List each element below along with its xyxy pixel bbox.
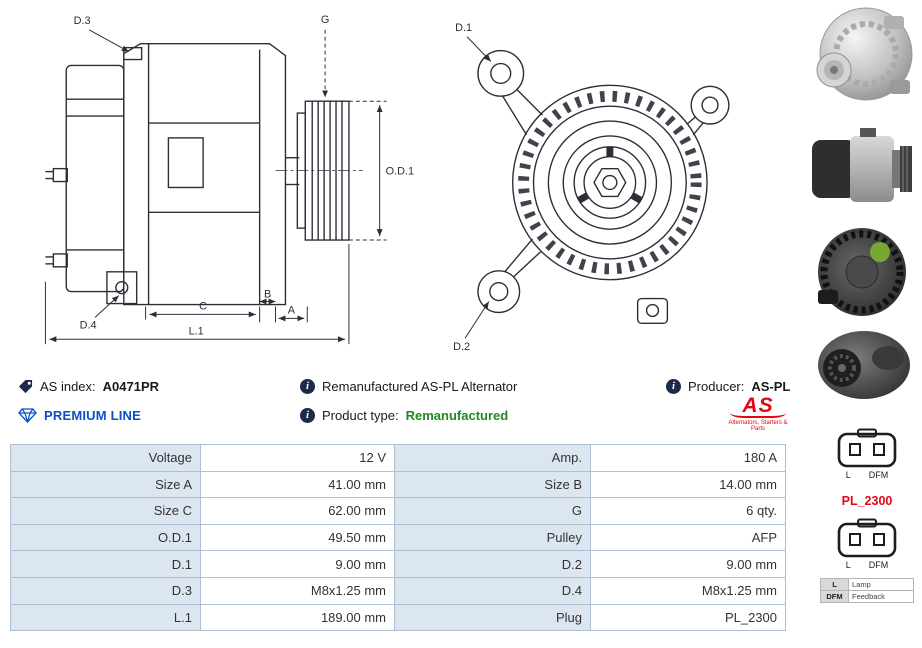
plug-connector-icon (837, 428, 897, 468)
pulley-spokes (577, 146, 643, 204)
pin-label-l: L (845, 560, 851, 570)
spec-table: Voltage 12 V Amp. 180 A Size A 41.00 mm … (10, 444, 786, 632)
spec-row: O.D.1 49.50 mm Pulley AFP (10, 523, 786, 552)
tag-icon (18, 379, 33, 393)
as-index-value: A0471PR (102, 378, 160, 394)
dimension-lines (44, 29, 387, 345)
spec-row: Size A 41.00 mm Size B 14.00 mm (10, 470, 786, 499)
dim-label-d2: D.2 (453, 341, 470, 353)
info-icon: i (300, 407, 315, 423)
spec-label-cell: L.1 (10, 603, 201, 632)
spec-value-cell: PL_2300 (590, 603, 786, 632)
legend-desc: Feedback (848, 590, 914, 603)
spec-value-cell: 189.00 mm (200, 603, 395, 632)
spec-label-cell: D.4 (394, 576, 591, 605)
legend-row: L Lamp (820, 578, 914, 591)
as-pl-logo-swoosh (730, 413, 786, 418)
spec-value-cell: 9.00 mm (200, 550, 395, 578)
spec-value-cell: 180 A (590, 444, 786, 472)
legend-key: DFM (820, 590, 849, 603)
spec-label-cell: Amp. (394, 444, 591, 472)
pin-label-l: L (845, 470, 851, 480)
diamond-icon (18, 407, 37, 423)
product-type-label: Product type: (322, 407, 399, 423)
spec-label-cell: D.3 (10, 576, 201, 605)
producer: i Producer: AS-PL (666, 377, 790, 395)
info-icon: i (300, 378, 315, 394)
info-icon: i (666, 378, 681, 394)
spec-row: D.1 9.00 mm D.2 9.00 mm (10, 550, 786, 578)
spec-value-cell: 49.50 mm (200, 523, 395, 552)
dim-label-a: A (288, 304, 296, 316)
spec-label-cell: O.D.1 (10, 523, 201, 552)
product-type-value: Remanufactured (405, 407, 509, 423)
dim-label-od1: O.D.1 (386, 166, 414, 178)
spec-label-cell: Size C (10, 497, 201, 525)
as-index: AS index: A0471PR (18, 377, 159, 395)
product-photos (806, 2, 920, 404)
spec-value-cell: 9.00 mm (590, 550, 786, 578)
spec-row: Size C 62.00 mm G 6 qty. (10, 497, 786, 525)
plug-connector-icon (837, 518, 897, 558)
as-pl-logo-mark: AS (742, 394, 774, 417)
dim-label-g: G (321, 14, 329, 26)
plug-pin-labels: L DFM (818, 560, 916, 570)
pin-label-dfm: DFM (868, 560, 889, 570)
plug-panel: L DFM PL_2300 L DFM L Lamp DFM Feedback (818, 428, 916, 603)
product-description-text: Remanufactured AS-PL Alternator (322, 378, 518, 394)
dim-label-l1: L.1 (189, 325, 204, 337)
producer-value: AS-PL (751, 378, 791, 394)
spec-value-cell: 14.00 mm (590, 470, 786, 499)
product-photo-1 (806, 2, 920, 114)
spec-label-cell: D.2 (394, 550, 591, 578)
product-photo-2 (806, 120, 920, 218)
spec-value-cell: AFP (590, 523, 786, 552)
spec-value-cell: 62.00 mm (200, 497, 395, 525)
dim-label-d4: D.4 (80, 319, 97, 331)
product-description: i Remanufactured AS-PL Alternator (300, 377, 517, 395)
spec-label-cell: Pulley (394, 523, 591, 552)
spec-label-cell: Plug (394, 603, 591, 632)
spec-value-cell: 41.00 mm (200, 470, 395, 499)
spec-value-cell: 6 qty. (590, 497, 786, 525)
front-view-technical-drawing: D.1 D.2 (453, 22, 730, 353)
dim-label-b: B (264, 289, 271, 301)
as-pl-logo: AS Alternators, Starters & Parts (724, 394, 792, 432)
spec-label-cell: Size B (394, 470, 591, 499)
spec-row: L.1 189.00 mm Plug PL_2300 (10, 603, 786, 632)
premium-line-badge: PREMIUM LINE (18, 406, 141, 424)
legend-desc: Lamp (848, 578, 914, 591)
plug-legend: L Lamp DFM Feedback (820, 578, 914, 603)
vent-slot-ring (518, 90, 702, 275)
alternator-side-outline (45, 42, 350, 306)
spec-value-cell: 12 V (200, 444, 395, 472)
dim-label-d1: D.1 (455, 22, 472, 34)
product-type: i Product type: Remanufactured (300, 406, 508, 424)
product-photo-4 (806, 326, 920, 404)
legend-row: DFM Feedback (820, 590, 914, 603)
spec-label-cell: Size A (10, 470, 201, 499)
spec-label-cell: G (394, 497, 591, 525)
spec-value-cell: M8x1.25 mm (200, 576, 395, 605)
dim-label-c: C (199, 300, 207, 312)
legend-key: L (820, 578, 849, 591)
pin-label-dfm: DFM (868, 470, 889, 480)
plug-pin-labels: L DFM (818, 470, 916, 480)
product-photo-3 (806, 224, 920, 320)
side-view-technical-drawing: D.3 G O.D.1 D.4 C B A L.1 (44, 14, 414, 345)
premium-line-label: PREMIUM LINE (44, 407, 142, 423)
spec-row: Voltage 12 V Amp. 180 A (10, 444, 786, 472)
as-index-label: AS index: (40, 378, 96, 394)
spec-value-cell: M8x1.25 mm (590, 576, 786, 605)
producer-label: Producer: (688, 378, 745, 394)
dim-label-d3: D.3 (74, 15, 91, 27)
as-pl-logo-tagline: Alternators, Starters & Parts (728, 420, 788, 432)
plug-code: PL_2300 (841, 494, 893, 508)
spec-label-cell: Voltage (10, 444, 201, 472)
alternator-front-outline (477, 49, 730, 325)
spec-label-cell: D.1 (10, 550, 201, 578)
spec-row: D.3 M8x1.25 mm D.4 M8x1.25 mm (10, 576, 786, 605)
dimension-leaders (464, 36, 492, 339)
